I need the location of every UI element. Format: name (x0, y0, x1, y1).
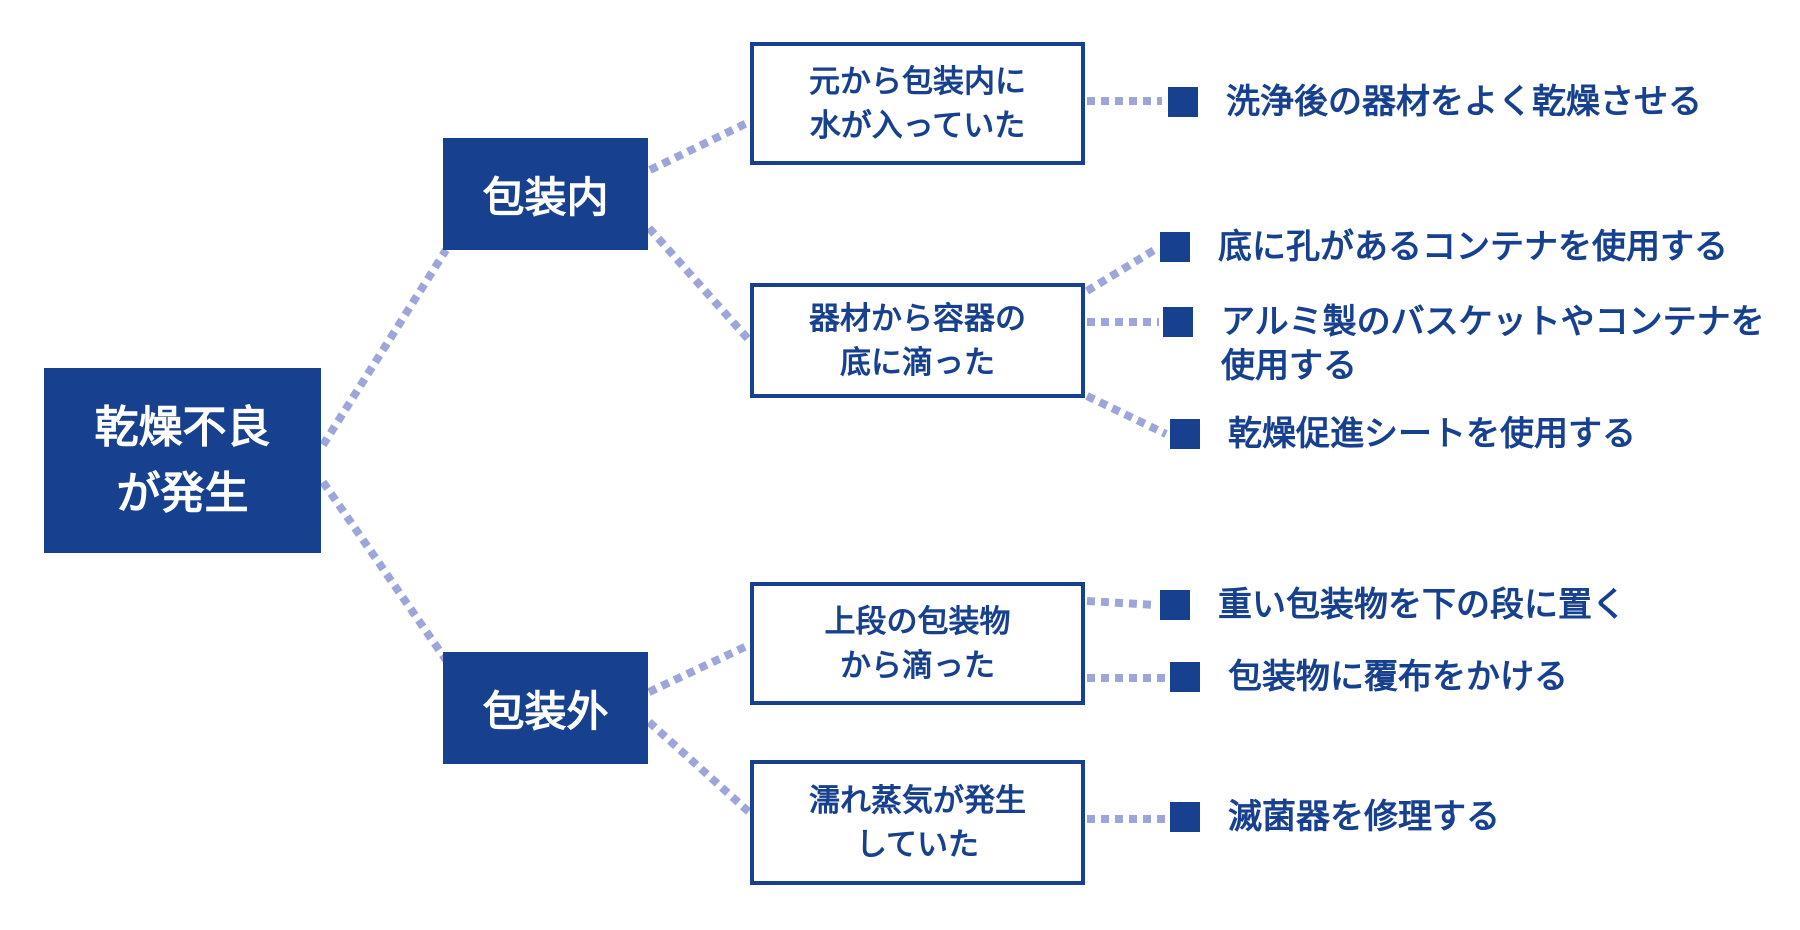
connector-line (1084, 245, 1159, 295)
category-box-inside-packaging: 包装内 (443, 138, 648, 250)
cause-label-line1: 上段の包装物 (824, 604, 1011, 640)
remedy-label: 乾燥促進シートを使用する (1228, 415, 1636, 453)
category-box-outside-packaging: 包装外 (443, 652, 648, 764)
cause-label-line2: 底に滴った (840, 344, 995, 380)
category-label: 包装内 (482, 173, 609, 221)
cause-box-dripped-from-upper-shelf: 上段の包装物 から滴った (750, 582, 1085, 705)
cause-label-line2: 水が入っていた (809, 107, 1026, 143)
remedy-label-line2: 使用する (1221, 346, 1357, 385)
root-problem-box: 乾燥不良 が発生 (44, 368, 321, 553)
bullet-square-icon (1160, 590, 1190, 620)
bullet-square-icon (1170, 662, 1200, 692)
cause-box-water-from-start: 元から包装内に 水が入っていた (750, 42, 1085, 165)
cause-box-wet-steam: 濡れ蒸気が発生 していた (750, 760, 1085, 885)
remedy-item-repair-sterilizer: 滅菌器を修理する (1170, 796, 1500, 840)
cause-label-line1: 器材から容器の (809, 301, 1026, 337)
cause-label-line1: 元から包装内に (809, 64, 1026, 100)
cause-box-dripped-to-container-bottom: 器材から容器の 底に滴った (750, 283, 1085, 398)
remedy-item-heavy-packages-lower-shelf: 重い包装物を下の段に置く (1160, 584, 1626, 628)
remedy-item-drying-promotion-sheet: 乾燥促進シートを使用する (1170, 413, 1636, 457)
connector-line (319, 479, 450, 663)
bullet-square-icon (1168, 87, 1198, 117)
remedy-item-aluminum-basket-container: アルミ製のバスケットやコンテナを 使用する (1163, 301, 1765, 388)
cause-label-line1: 濡れ蒸気が発生 (809, 783, 1026, 819)
remedy-label: 洗浄後の器材をよく乾燥させる (1226, 83, 1702, 121)
remedy-label: 包装物に覆布をかける (1228, 658, 1568, 696)
bullet-square-icon (1160, 232, 1190, 262)
connector-line (1085, 392, 1168, 438)
remedy-label: 滅菌器を修理する (1228, 798, 1500, 836)
category-label: 包装外 (482, 687, 609, 735)
remedy-label: 底に孔があるコンテナを使用する (1218, 228, 1728, 266)
remedy-label: 重い包装物を下の段に置く (1218, 586, 1626, 624)
cause-label-line2: から滴った (840, 647, 995, 683)
connector-line (647, 641, 751, 696)
bullet-square-icon (1163, 307, 1193, 337)
remedy-item-dry-after-washing: 洗浄後の器材をよく乾燥させる (1168, 81, 1702, 125)
connector-line (646, 719, 752, 815)
connector-line (319, 247, 450, 448)
bullet-square-icon (1170, 802, 1200, 832)
root-problem-label-line1: 乾燥不良 (94, 402, 271, 452)
bullet-square-icon (1170, 419, 1200, 449)
cause-label-line2: していた (855, 826, 980, 862)
connector-line (1086, 597, 1157, 609)
remedy-item-container-with-holes: 底に孔があるコンテナを使用する (1160, 226, 1728, 270)
remedy-label-line1: アルミ製のバスケットやコンテナを (1221, 303, 1765, 341)
connector-line (648, 118, 751, 174)
root-problem-label-line2: が発生 (116, 468, 249, 518)
connector-line (646, 225, 752, 343)
remedy-item-cover-packages-with-cloth: 包装物に覆布をかける (1170, 656, 1568, 700)
